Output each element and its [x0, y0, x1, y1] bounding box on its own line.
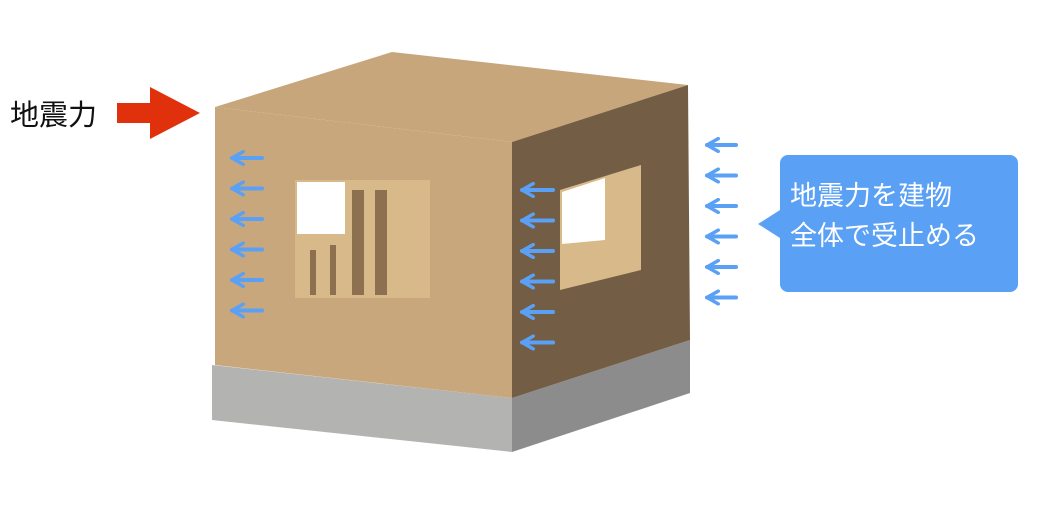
side-window	[560, 165, 641, 290]
callout-bubble: 地震力を建物 全体で受止める	[758, 155, 1018, 292]
building	[215, 52, 690, 398]
seismic-force-label: 地震力	[10, 98, 98, 132]
callout-line-1: 地震力を建物	[790, 181, 952, 212]
foundation	[212, 340, 690, 452]
seismic-force-arrow	[117, 87, 200, 139]
reaction-arrows	[230, 145, 738, 343]
front-window	[295, 180, 430, 298]
callout-line-2: 全体で受止める	[790, 221, 979, 252]
